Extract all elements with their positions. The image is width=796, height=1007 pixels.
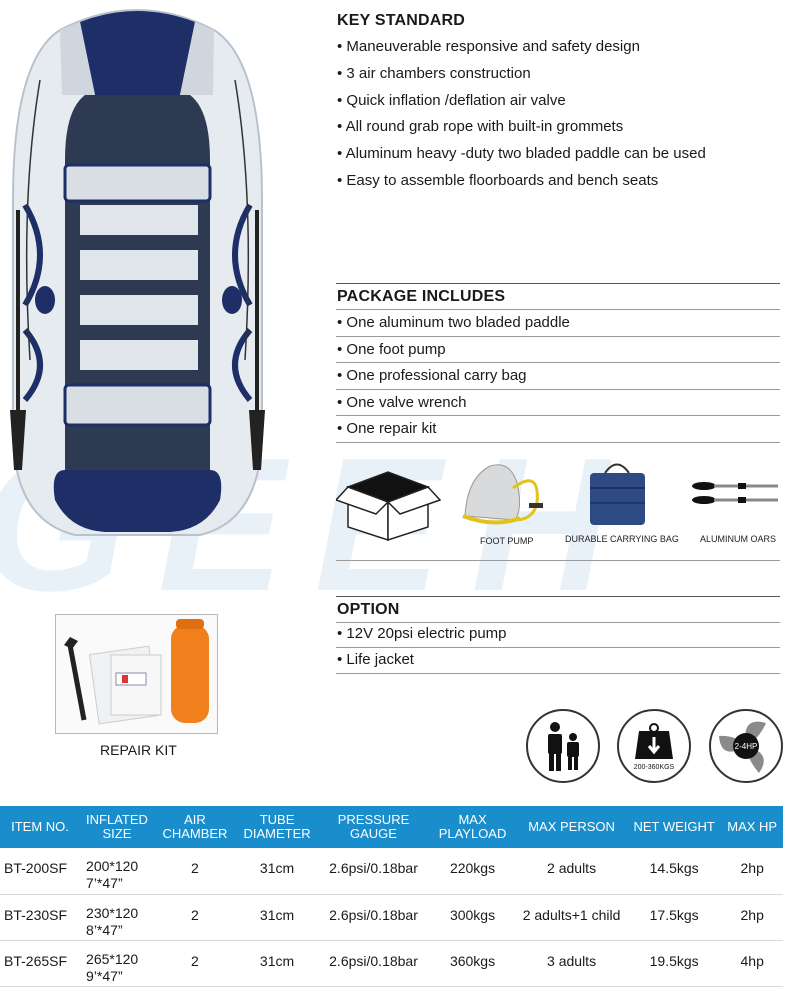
horsepower-icon: 2-4HP: [709, 709, 783, 783]
divider: [336, 622, 780, 623]
divider: [336, 309, 780, 310]
cell-tube: 31cm: [236, 894, 319, 941]
header-max-hp: MAX HP: [721, 806, 783, 848]
oars-image: [692, 482, 778, 504]
cell-person: 2 adults+1 child: [516, 894, 627, 941]
cell-person: 2 adults: [516, 848, 627, 895]
key-standard-item: • All round grab rope with built-in grom…: [337, 118, 624, 135]
weight-label: 200-360KGS: [634, 764, 675, 771]
divider: [336, 389, 780, 390]
key-standard-item: • Maneuverable responsive and safety des…: [337, 38, 640, 55]
cell-payload: 360kgs: [428, 940, 517, 987]
cell-hp: 2hp: [721, 894, 783, 941]
persons-icon: [526, 709, 600, 783]
weight-icon: 200-360KGS: [617, 709, 691, 783]
divider: [336, 647, 780, 648]
foot-pump-image: [462, 464, 543, 525]
repair-kit-label: REPAIR KIT: [100, 742, 177, 758]
cell-person: 3 adults: [516, 940, 627, 987]
box-image: [336, 471, 441, 542]
cell-item: BT-230SF: [0, 894, 81, 941]
option-title: OPTION: [337, 601, 400, 618]
inflatable-boat-image: [10, 9, 265, 536]
divider: [336, 362, 780, 363]
key-standard-item: • Aluminum heavy -duty two bladed paddle…: [337, 145, 706, 162]
cell-pressure: 2.6psi/0.18bar: [318, 894, 429, 941]
header-item-no: ITEM NO.: [0, 806, 81, 848]
key-standard-item: • Easy to assemble floorboards and bench…: [337, 172, 659, 189]
key-standard-item: • 3 air chambers construction: [337, 65, 531, 82]
key-standard-title: KEY STANDARD: [337, 12, 466, 29]
cell-hp: 2hp: [721, 848, 783, 895]
package-item: • One professional carry bag: [337, 367, 527, 384]
cell-chamber: 2: [153, 848, 236, 895]
hp-label: 2-4HP: [735, 742, 758, 751]
package-item: • One foot pump: [337, 341, 446, 358]
divider: [336, 283, 780, 284]
header-max-person: MAX PERSON: [516, 806, 627, 848]
foot-pump-label: FOOT PUMP: [480, 536, 534, 546]
header-net-weight: NET WEIGHT: [626, 806, 722, 848]
package-includes-title: PACKAGE INCLUDES: [337, 288, 506, 305]
divider: [336, 673, 780, 674]
cell-chamber: 2: [153, 940, 236, 987]
repair-kit-image: [55, 614, 218, 734]
cell-pressure: 2.6psi/0.18bar: [318, 848, 429, 895]
cell-pressure: 2.6psi/0.18bar: [318, 940, 429, 987]
package-item: • One aluminum two bladed paddle: [337, 314, 570, 331]
cell-chamber: 2: [153, 894, 236, 941]
cell-tube: 31cm: [236, 940, 319, 987]
key-standard-item: • Quick inflation /deflation air valve: [337, 92, 566, 109]
cell-payload: 300kgs: [428, 894, 517, 941]
divider: [336, 415, 780, 416]
cell-item: BT-200SF: [0, 848, 81, 895]
divider: [336, 336, 780, 337]
cell-payload: 220kgs: [428, 848, 517, 895]
divider: [336, 560, 780, 561]
package-item: • One repair kit: [337, 420, 437, 437]
package-item: • One valve wrench: [337, 394, 467, 411]
oars-label: ALUMINUM OARS: [700, 534, 777, 544]
divider: [336, 442, 780, 443]
divider: [336, 596, 780, 597]
carry-bag-image: [590, 463, 645, 525]
carry-bag-label: DURABLE CARRYING BAG: [565, 534, 679, 544]
cell-weight: 14.5kgs: [626, 848, 722, 895]
cell-hp: 4hp: [721, 940, 783, 987]
option-item: • Life jacket: [337, 651, 414, 668]
cell-item: BT-265SF: [0, 940, 81, 987]
option-item: • 12V 20psi electric pump: [337, 625, 507, 642]
cell-weight: 19.5kgs: [626, 940, 722, 987]
cell-tube: 31cm: [236, 848, 319, 895]
cell-weight: 17.5kgs: [626, 894, 722, 941]
